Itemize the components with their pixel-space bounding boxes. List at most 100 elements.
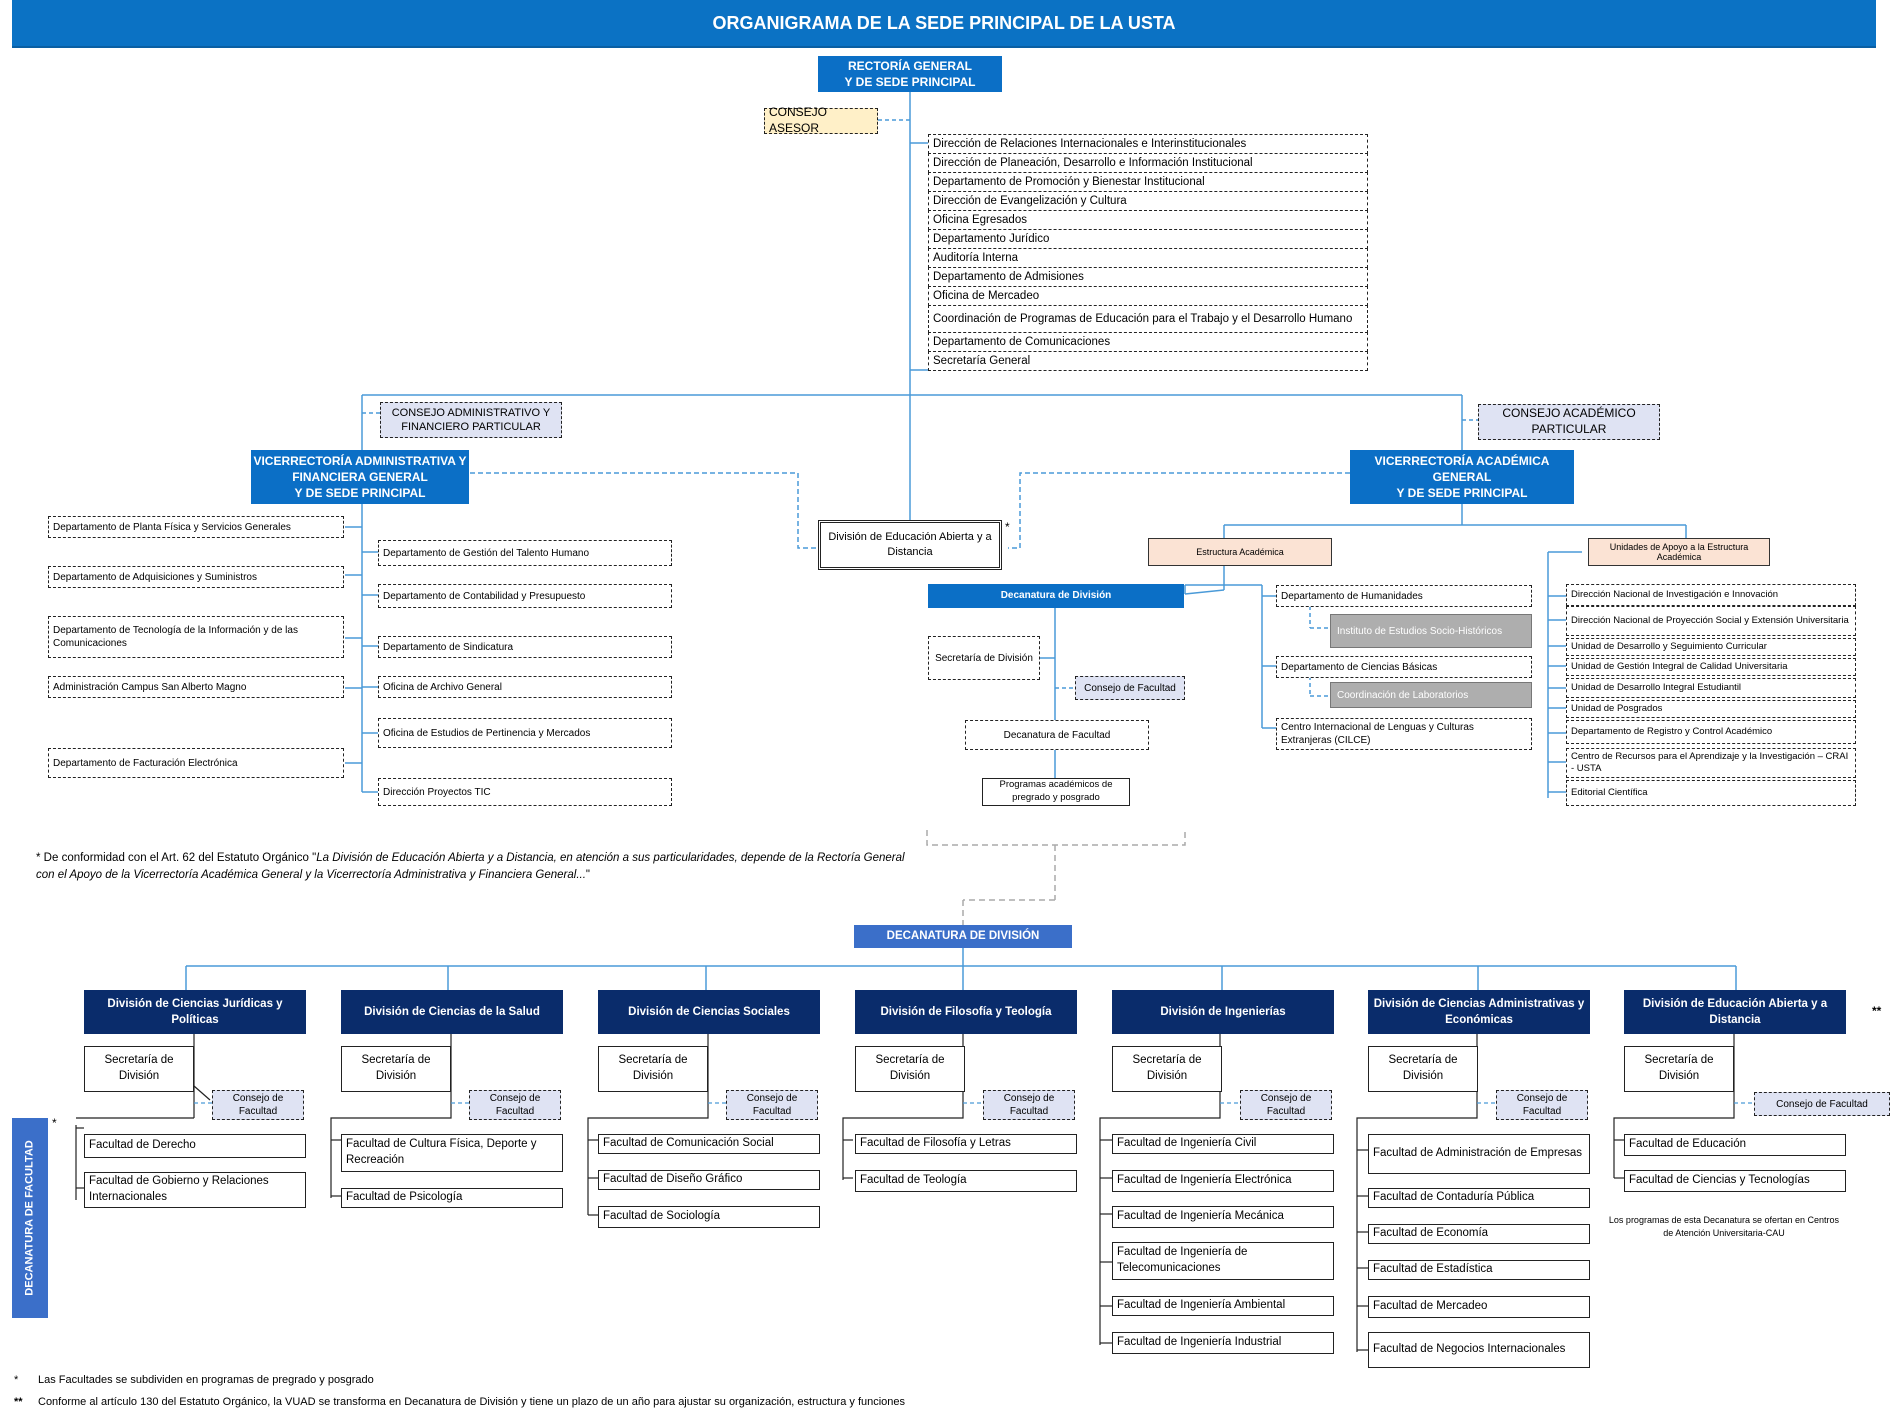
admin-left-item: Departamento de Tecnología de la Informa… (48, 616, 344, 658)
instituto-box: Instituto de Estudios Socio-Históricos (1330, 614, 1532, 648)
faculty-box: Facultad de Psicología (341, 1188, 563, 1208)
estatuto-note: * De conformidad con el Art. 62 del Esta… (36, 850, 906, 885)
faculty-box: Facultad de Diseño Gráfico (598, 1170, 820, 1190)
ciencias-basicas-box: Departamento de Ciencias Básicas (1276, 656, 1532, 678)
rectoria-unit-item: Dirección de Relaciones Internacionales … (928, 134, 1368, 154)
rectoria-unit-item: Coordinación de Programas de Educación p… (928, 305, 1368, 333)
estatuto-note-prefix: * De conformidad con el Art. 62 del Esta… (36, 852, 317, 864)
secretaria-division-box: Secretaría de División (84, 1046, 194, 1092)
unidades-apoyo-box: Unidades de Apoyo a la Estructura Académ… (1588, 538, 1770, 566)
faculty-box: Facultad de Ingeniería Ambiental (1112, 1296, 1334, 1316)
division-educacion-distancia-box: División de Educación Abierta y a Distan… (818, 520, 1002, 570)
division-header-box: División de Ingenierías (1112, 990, 1334, 1034)
admin-right-item: Oficina de Archivo General (378, 676, 672, 698)
faculty-box: Facultad de Contaduría Pública (1368, 1188, 1590, 1208)
faculty-box: Facultad de Ingeniería Mecánica (1112, 1206, 1334, 1228)
faculty-box: Facultad de Educación (1624, 1134, 1846, 1156)
admin-right-item: Dirección Proyectos TIC (378, 778, 672, 806)
rectoria-unit-item: Departamento de Comunicaciones (928, 332, 1368, 352)
consejo-facultad-box: Consejo de Facultad (469, 1090, 561, 1120)
rectoria-unit-item: Secretaría General (928, 351, 1368, 371)
apoyo-unit-item: Centro de Recursos para el Aprendizaje y… (1566, 748, 1856, 778)
apoyo-unit-item: Editorial Científica (1566, 780, 1856, 806)
decanatura-facultad-vertical-label: DECANATURA DE FACULTAD (24, 1140, 37, 1296)
secretaria-division-box: Secretaría de División (855, 1046, 965, 1092)
consejo-facultad-box: Consejo de Facultad (1075, 676, 1185, 700)
consejo-facultad-box: Consejo de Facultad (983, 1090, 1075, 1120)
footnote-1: *Las Facultades se subdividen en program… (14, 1374, 374, 1386)
cilce-box: Centro Internacional de Lenguas y Cultur… (1276, 718, 1532, 750)
admin-right-item: Departamento de Gestión del Talento Huma… (378, 540, 672, 566)
secretaria-division-box: Secretaría de División (341, 1046, 451, 1092)
secretaria-division-box: Secretaría de División (1624, 1046, 1734, 1092)
rectoria-unit-item: Oficina Egresados (928, 210, 1368, 230)
apoyo-unit-item: Unidad de Posgrados (1566, 700, 1856, 718)
faculty-box: Facultad de Teología (855, 1170, 1077, 1192)
decanatura-facultad-box: Decanatura de Facultad (965, 720, 1149, 750)
consejo-facultad-box: Consejo de Facultad (212, 1090, 304, 1120)
faculty-box: Facultad de Mercadeo (1368, 1296, 1590, 1318)
apoyo-unit-item: Dirección Nacional de Proyección Social … (1566, 606, 1856, 636)
division-header-box: División de Ciencias Administrativas y E… (1368, 990, 1590, 1034)
rectoria-unit-item: Dirección de Evangelización y Cultura (928, 191, 1368, 211)
decanatura-division-box: Decanatura de División (928, 584, 1184, 608)
footnote-1-text: Las Facultades se subdividen en programa… (38, 1374, 374, 1386)
vicerrectoria-administrativa-box: VICERRECTORÍA ADMINISTRATIVA Y FINANCIER… (251, 450, 469, 504)
footnote-2-text: Conforme al artículo 130 del Estatuto Or… (38, 1396, 906, 1408)
estructura-academica-box: Estructura Académica (1148, 538, 1332, 566)
division-header-box: División de Ciencias Jurídicas y Polític… (84, 990, 306, 1034)
faculty-box: Facultad de Filosofía y Letras (855, 1134, 1077, 1154)
secretaria-division-box: Secretaría de División (1368, 1046, 1478, 1092)
faculty-box: Facultad de Derecho (84, 1134, 306, 1158)
rectoria-unit-item: Auditoría Interna (928, 248, 1368, 268)
consejo-facultad-box: Consejo de Facultad (726, 1090, 818, 1120)
consejo-facultad-box: Consejo de Facultad (1240, 1090, 1332, 1120)
apoyo-unit-item: Unidad de Gestión Integral de Calidad Un… (1566, 658, 1856, 676)
apoyo-unit-item: Unidad de Desarrollo y Seguimiento Curri… (1566, 638, 1856, 656)
laboratorios-box: Coordinación de Laboratorios (1330, 682, 1532, 708)
vicerrectoria-academica-box: VICERRECTORÍA ACADÉMICA GENERAL Y DE SED… (1350, 450, 1574, 504)
programas-academicos-box: Programas académicos de pregrado y posgr… (982, 778, 1130, 806)
faculty-box: Facultad de Ingeniería Civil (1112, 1134, 1334, 1154)
faculty-box: Facultad de Ingeniería de Telecomunicaci… (1112, 1242, 1334, 1280)
apoyo-unit-item: Dirección Nacional de Investigación e In… (1566, 584, 1856, 606)
admin-right-item: Oficina de Estudios de Pertinencia y Mer… (378, 718, 672, 748)
rectoria-unit-item: Dirección de Planeación, Desarrollo e In… (928, 153, 1368, 173)
rectoria-unit-item: Oficina de Mercadeo (928, 286, 1368, 306)
faculty-box: Facultad de Economía (1368, 1224, 1590, 1244)
apoyo-unit-item: Departamento de Registro y Control Acadé… (1566, 720, 1856, 744)
admin-left-item: Departamento de Adquisiciones y Suminist… (48, 566, 344, 588)
faculty-box: Facultad de Ingeniería Electrónica (1112, 1170, 1334, 1192)
faculty-box: Facultad de Ingeniería Industrial (1112, 1332, 1334, 1354)
faculty-box: Facultad de Ciencias y Tecnologías (1624, 1170, 1846, 1192)
footnote-2-mark: ** (14, 1396, 23, 1408)
consejo-administrativo-box: CONSEJO ADMINISTRATIVO Y FINANCIERO PART… (380, 402, 562, 438)
footnote-2: ** Conforme al artículo 130 del Estatuto … (14, 1396, 905, 1408)
division-header-box: División de Educación Abierta y a Distan… (1624, 990, 1846, 1034)
decanatura-division-header: DECANATURA DE DIVISIÓN (854, 925, 1072, 948)
consejo-facultad-box: Consejo de Facultad (1754, 1092, 1890, 1116)
faculty-asterisk: * (52, 1116, 57, 1130)
estatuto-note-quote: La División de Educación Abierta y a Dis… (36, 852, 905, 882)
apoyo-unit-item: Unidad de Desarrollo Integral Estudianti… (1566, 678, 1856, 698)
faculty-box: Facultad de Cultura Física, Deporte y Re… (341, 1134, 563, 1172)
decanatura-facultad-vertical: DECANATURA DE FACULTAD (12, 1118, 48, 1318)
double-asterisk-mark: ** (1872, 1004, 1882, 1018)
division-header-box: División de Filosofía y Teología (855, 990, 1077, 1034)
cau-note: Los programas de esta Decanatura se ofer… (1608, 1215, 1840, 1239)
secretaria-division-box: Secretaría de División (928, 636, 1040, 680)
rectoria-unit-item: Departamento de Promoción y Bienestar In… (928, 172, 1368, 192)
faculty-box: Facultad de Gobierno y Relaciones Intern… (84, 1172, 306, 1208)
division-header-box: División de Ciencias de la Salud (341, 990, 563, 1034)
consejo-academico-box: CONSEJO ACADÉMICO PARTICULAR (1478, 404, 1660, 440)
admin-left-item: Administración Campus San Alberto Magno (48, 676, 344, 698)
page-title: ORGANIGRAMA DE LA SEDE PRINCIPAL DE LA U… (12, 0, 1876, 48)
faculty-box: Facultad de Administración de Empresas (1368, 1134, 1590, 1174)
humanidades-box: Departamento de Humanidades (1276, 585, 1532, 607)
admin-right-item: Departamento de Sindicatura (378, 636, 672, 658)
admin-left-item: Departamento de Facturación Electrónica (48, 748, 344, 778)
admin-left-item: Departamento de Planta Física y Servicio… (48, 516, 344, 538)
division-header-box: División de Ciencias Sociales (598, 990, 820, 1034)
rectoria-unit-item: Departamento de Admisiones (928, 267, 1368, 287)
